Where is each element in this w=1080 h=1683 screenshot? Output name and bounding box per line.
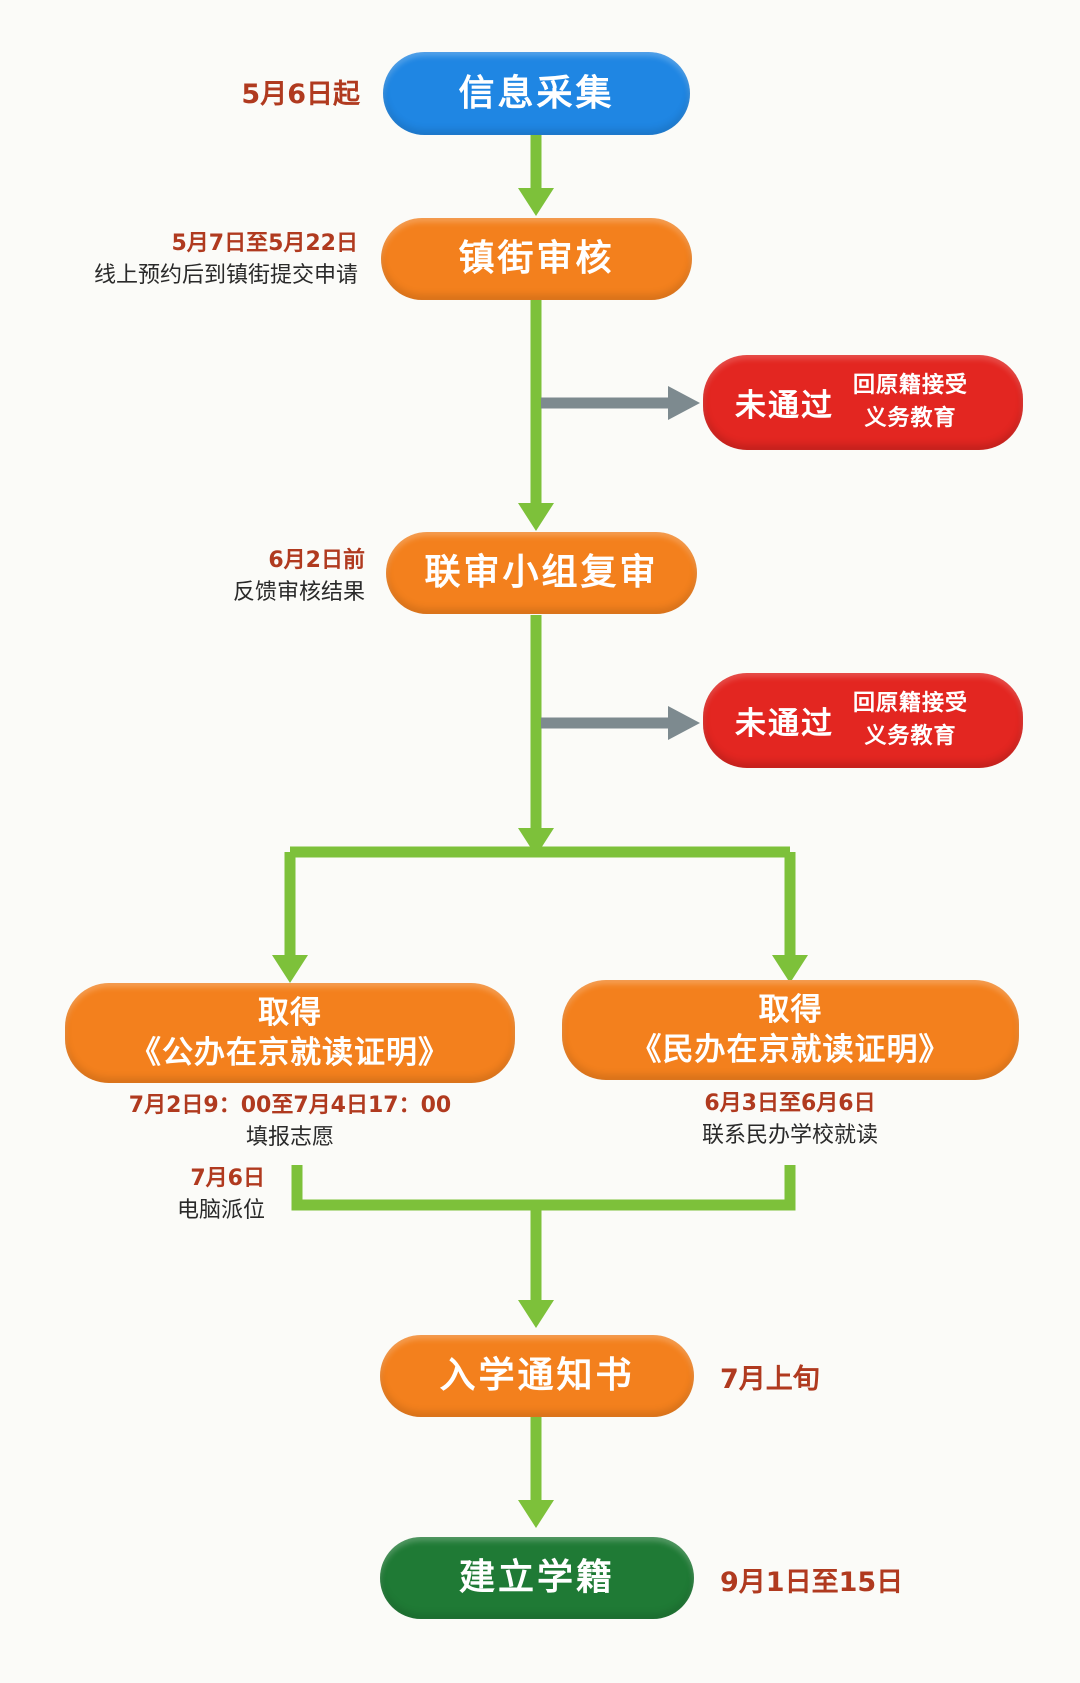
- private-cert-stage: 取得 《民办在京就读证明》: [562, 980, 1019, 1080]
- info-collection-label: 信息采集: [458, 72, 615, 114]
- private-cert-line2: 《民办在京就读证明》: [630, 1032, 951, 1068]
- town-review-date: 5月7日至5月22日: [171, 231, 358, 256]
- public-cert-date: 7月2日9：00至7月4日17：00: [128, 1093, 452, 1118]
- admission-notice-stage: 入学通知书: [380, 1335, 694, 1417]
- arrow-head-left: [272, 955, 308, 983]
- public-cert-note: 7月2日9：00至7月4日17：00 填报志愿: [90, 1090, 490, 1154]
- private-cert-desc: 联系民办学校就读: [701, 1122, 878, 1148]
- merge-left: [291, 1165, 796, 1211]
- fail-1-outcome-line2: 义务教育: [864, 406, 957, 431]
- private-cert-line1: 取得: [758, 991, 823, 1028]
- arrow-head-split: [518, 828, 554, 856]
- green-connector-lines: [284, 132, 796, 1500]
- joint-review-stage: 联审小组复审: [386, 532, 697, 614]
- arrow-head-notice: [518, 1300, 554, 1328]
- fail-2-label: 未通过: [735, 706, 834, 742]
- joint-review-date: 6月2日前: [268, 548, 365, 573]
- fail-1-stage: 未通过 回原籍接受 义务教育: [703, 355, 1023, 450]
- public-cert-line1: 取得: [258, 994, 322, 1031]
- enrollment-label: 建立学籍: [458, 1557, 615, 1599]
- town-review-label: 镇街审核: [458, 238, 615, 280]
- admission-notice-date: 7月上旬: [720, 1364, 820, 1395]
- info-collection-date: 5月6日起: [241, 79, 360, 110]
- public-cert-note2: 7月6日 电脑派位: [130, 1163, 265, 1227]
- public-cert-stage: 取得 《公办在京就读证明》: [65, 983, 515, 1083]
- enrollment-date: 9月1日至15日: [720, 1567, 904, 1598]
- arrow-head-joint: [518, 503, 554, 531]
- fail-1-outcome: 回原籍接受 义务教育: [853, 369, 968, 435]
- joint-review-note: 6月2日前 反馈审核结果: [20, 545, 365, 609]
- public-cert-desc2: 电脑派位: [176, 1197, 265, 1223]
- admission-notice-label: 入学通知书: [439, 1355, 635, 1397]
- info-collection-stage: 信息采集: [383, 52, 690, 135]
- fail-2-outcome-line1: 回原籍接受: [853, 691, 969, 716]
- town-review-stage: 镇街审核: [381, 218, 692, 300]
- arrow-head-right: [772, 955, 808, 983]
- town-review-desc: 线上预约后到镇街提交申请: [93, 262, 358, 288]
- arrow-head-town: [518, 188, 554, 216]
- town-review-note: 5月7日至5月22日 线上预约后到镇街提交申请: [20, 228, 358, 292]
- gray-arrow-1-head: [668, 386, 700, 420]
- private-cert-note: 6月3日至6月6日 联系民办学校就读: [600, 1088, 980, 1152]
- joint-review-desc: 反馈审核结果: [232, 579, 365, 605]
- public-cert-desc: 填报志愿: [245, 1124, 334, 1150]
- public-cert-date2: 7月6日: [190, 1166, 265, 1191]
- fail-2-stage: 未通过 回原籍接受 义务教育: [703, 673, 1023, 768]
- fail-2-outcome: 回原籍接受 义务教育: [853, 687, 968, 753]
- fail-1-label: 未通过: [735, 388, 834, 424]
- enrollment-stage: 建立学籍: [380, 1537, 694, 1619]
- green-arrow-heads: [272, 188, 808, 1528]
- joint-review-label: 联审小组复审: [424, 552, 659, 594]
- arrow-head-enroll: [518, 1500, 554, 1528]
- gray-arrow-2-head: [668, 706, 700, 740]
- fail-1-outcome-line1: 回原籍接受: [853, 373, 969, 398]
- gray-fail-arrows: [541, 386, 700, 740]
- private-cert-date: 6月3日至6月6日: [704, 1091, 876, 1116]
- public-cert-line2: 《公办在京就读证明》: [130, 1035, 450, 1071]
- fail-2-outcome-line2: 义务教育: [864, 724, 957, 749]
